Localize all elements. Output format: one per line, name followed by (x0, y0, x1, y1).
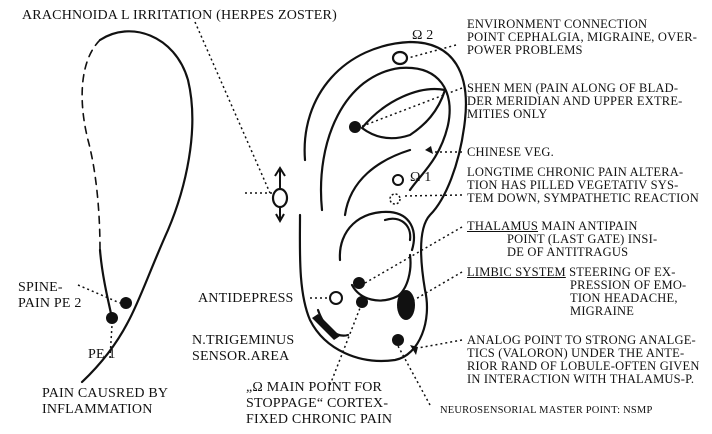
pointer-analog (418, 340, 462, 348)
nsmp-point (392, 334, 404, 346)
chinese-label: CHINESE VEG. (467, 146, 554, 159)
thalamus-label: THALAMUS MAIN ANTIPAIN POINT (LAST GATE)… (467, 220, 657, 259)
inflammation-label: PAIN CAUSRED BY INFLAMMATION (42, 386, 168, 418)
antihelix (345, 150, 410, 215)
omega2-point (393, 52, 407, 64)
shenmen-label: SHEN MEN (PAIN ALONG OF BLAD- DER MERIDI… (467, 82, 683, 121)
thalamus-heading: THALAMUS (467, 219, 538, 233)
limbic-point (397, 290, 415, 320)
triangular-fossa (362, 89, 445, 138)
omega1-label: Ω 1 (410, 170, 432, 186)
left-ear-lobe-edge (100, 250, 112, 318)
shenmen-point (349, 121, 361, 133)
thalamus-point (353, 277, 365, 289)
concha (340, 212, 414, 260)
trigeminus-area (312, 314, 340, 340)
pointer-limbic (414, 272, 462, 300)
pe2-point (120, 297, 132, 309)
longtime-label: LONGTIME CHRONIC PAIN ALTERA- TION HAS P… (467, 166, 699, 205)
left-ear-root (82, 40, 100, 250)
antidepress-label: ANTIDEPRESS (198, 291, 294, 307)
pointer-longtime (402, 195, 462, 196)
pe1-point (106, 312, 118, 324)
analog-label: ANALOG POINT TO STRONG ANALGE- TICS (VAL… (467, 334, 700, 386)
title-label: ARACHNOIDA L IRRITATION (HERPES ZOSTER) (22, 8, 337, 24)
spine-label: SPINE- PAIN PE 2 (18, 280, 82, 312)
chinese-veg-point (425, 146, 433, 154)
limbic-label: LIMBIC SYSTEM STEERING OF EX- PRESSION O… (467, 266, 686, 318)
omega1-point (393, 175, 403, 185)
arachnoidal-arrow-down (276, 207, 284, 221)
arachnoidal-arrow-up (275, 168, 285, 189)
environment-label: ENVIRONMENT CONNECTION POINT CEPHALGIA, … (467, 18, 697, 57)
trigeminus-label: N.TRIGEMINUS SENSOR.AREA (192, 333, 294, 365)
pointer-pe2 (78, 285, 120, 303)
omega-main-label: „Ω MAIN POINT FOR STOPPAGE“ CORTEX- FIXE… (246, 380, 392, 428)
omega-main-point (356, 296, 368, 308)
pointer-nsmp (398, 346, 430, 405)
omega2-label: Ω 2 (412, 28, 434, 44)
limbic-heading: LIMBIC SYSTEM (467, 265, 566, 279)
longtime-point (390, 194, 400, 204)
pe1-label: PE 1 (88, 347, 116, 363)
antidepress-point (330, 292, 342, 304)
pointer-title (195, 22, 270, 193)
arachnoidal-point (273, 189, 287, 207)
nsmp-label: NEUROSENSORIAL MASTER POINT: NSMP (440, 405, 653, 417)
tragus (385, 219, 410, 240)
